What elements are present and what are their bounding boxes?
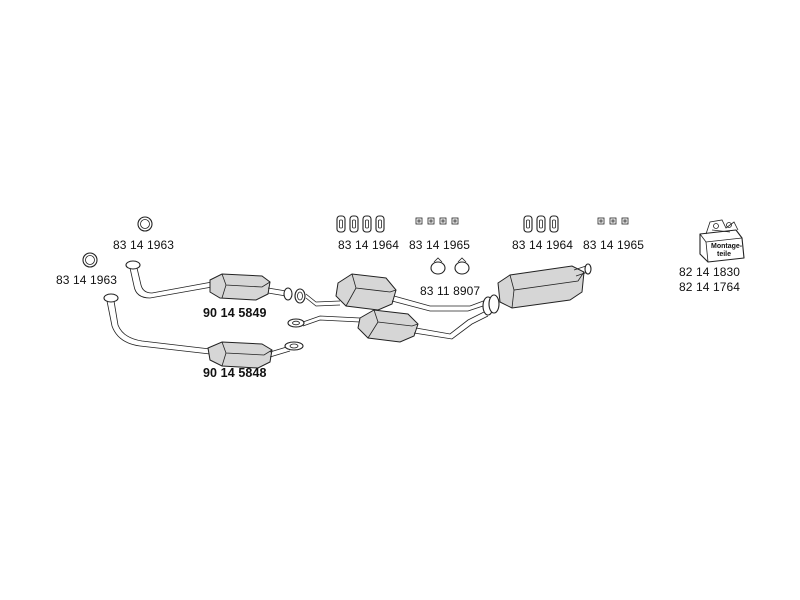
- label-mounting-kit-2: 82 14 1764: [679, 280, 741, 294]
- label-mounting-kit-1: 82 14 1830: [679, 265, 741, 279]
- catalytic-converter-upper: [209, 273, 293, 301]
- rear-muffler: [497, 263, 592, 309]
- center-muffler-lower: [357, 309, 489, 343]
- intermediate-pipe-upper: [305, 293, 341, 307]
- clamp-icon: [430, 257, 470, 275]
- flange-gasket-icon: [294, 288, 306, 304]
- label-hanger-d: 83 14 1965: [583, 238, 645, 252]
- kit-box-text-line2: teile: [717, 251, 731, 258]
- rear-pipe-joint: [467, 294, 500, 316]
- label-ring-gasket-lower: 83 14 1963: [56, 273, 118, 287]
- kit-box-text-line1: Montage-: [711, 243, 743, 250]
- mounting-kit-box-icon: Montage- teile: [699, 219, 745, 263]
- center-muffler-upper: [335, 273, 470, 312]
- catalytic-converter-lower: [207, 341, 304, 369]
- intermediate-pipe-lower: [302, 315, 361, 327]
- front-pipe-upper: [125, 260, 213, 299]
- label-hanger-a: 83 14 1964: [338, 238, 400, 252]
- small-parts-group-d-icon: [597, 217, 629, 225]
- front-pipe-lower: [103, 293, 211, 355]
- small-parts-group-b-icon: [415, 217, 459, 225]
- label-catalytic-converter-upper: 90 14 5849: [203, 306, 267, 320]
- label-hanger-b: 83 14 1965: [409, 238, 471, 252]
- ring-gasket-lower-icon: [82, 252, 98, 268]
- rubber-hanger-group-a-icon: [336, 215, 385, 233]
- label-ring-gasket-upper: 83 14 1963: [113, 238, 175, 252]
- label-catalytic-converter-lower: 90 14 5848: [203, 366, 267, 380]
- label-hanger-c: 83 14 1964: [512, 238, 574, 252]
- ring-gasket-upper-icon: [137, 216, 153, 232]
- rubber-hanger-group-c-icon: [523, 215, 559, 233]
- label-clamp: 83 11 8907: [420, 284, 481, 298]
- flange-gasket-lower-icon: [287, 318, 305, 328]
